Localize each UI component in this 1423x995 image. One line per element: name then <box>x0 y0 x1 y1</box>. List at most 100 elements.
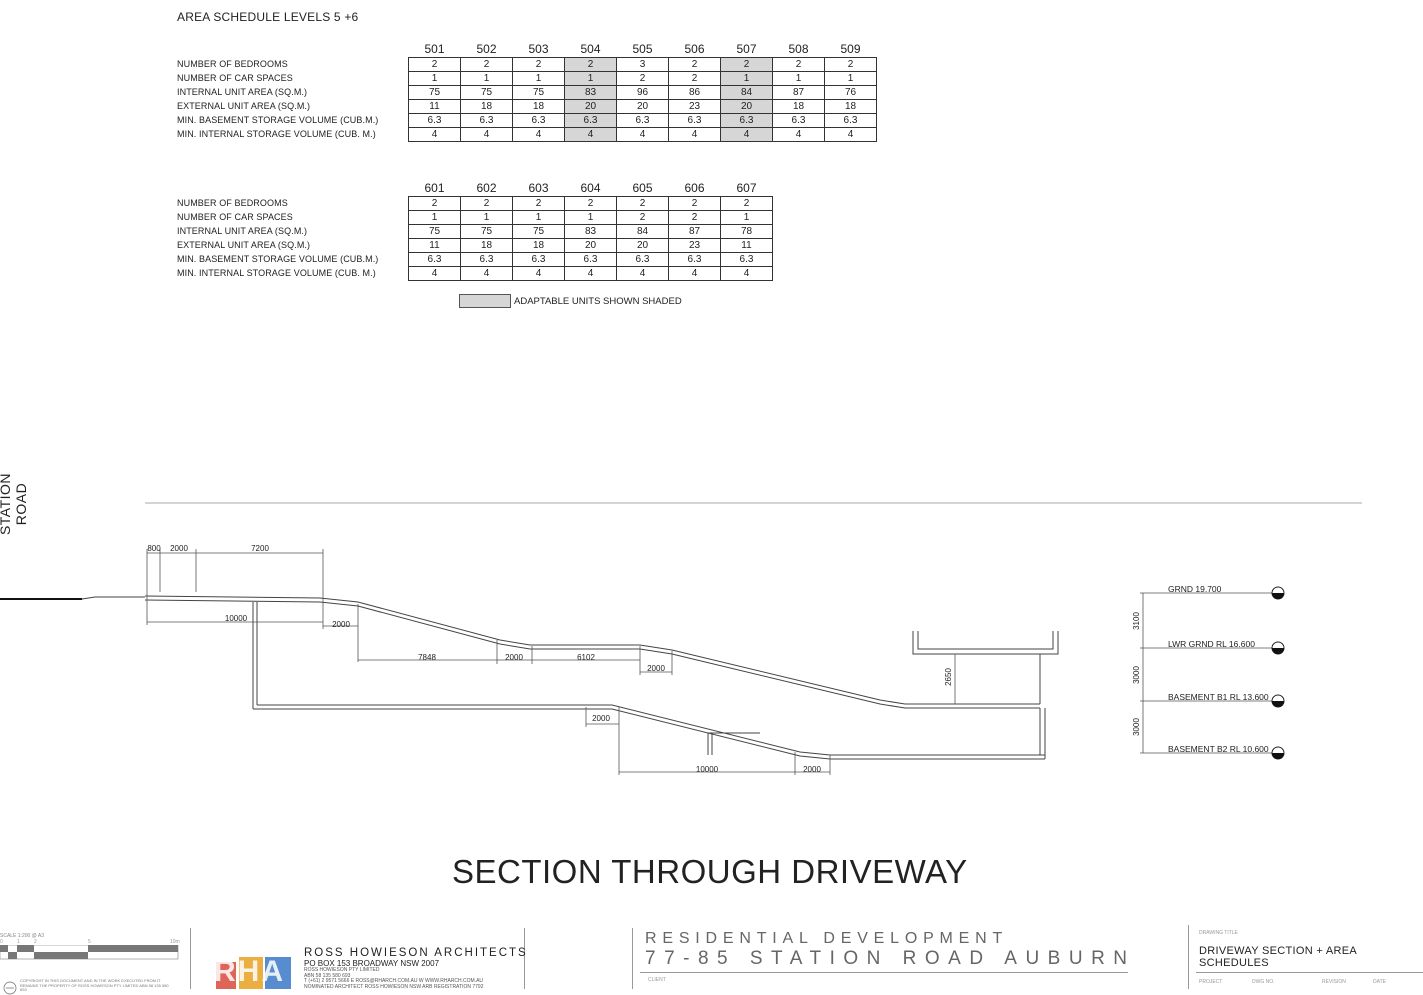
footer-label-project: PROJECT <box>1199 979 1223 985</box>
dim-label: 7200 <box>251 544 269 553</box>
drawing-title-label: DRAWING TITLE <box>1199 930 1238 936</box>
datum-marker-fill <box>1272 648 1284 654</box>
row-label: MIN. BASEMENT STORAGE VOLUME (CUB.M.) <box>177 115 379 125</box>
datum-marker-fill <box>1272 753 1284 759</box>
firm-abn: ABN 58 135 580 693 <box>304 972 351 979</box>
firm-contact: T (+61) 2 9571 5666 E ROSS@RHARCH.COM.AU… <box>304 978 484 984</box>
unit-number: 603 <box>528 181 549 195</box>
title-block-divider <box>524 928 525 989</box>
firm-name: ROSS HOWIESON ARCHITECTS <box>304 947 528 959</box>
row-label: MIN. BASEMENT STORAGE VOLUME (CUB.M.) <box>177 254 379 264</box>
level-gap-label: 3000 <box>1132 666 1141 684</box>
table-header-row: 501 502 503 504 505 506 507 508 509 <box>177 41 877 58</box>
level-gap-label: 3000 <box>1132 718 1141 736</box>
scale-tick: 1 <box>17 939 20 945</box>
schedule-title: AREA SCHEDULE LEVELS 5 +6 <box>177 10 359 24</box>
firm-address: PO BOX 153 BROADWAY NSW 2007 <box>304 959 440 968</box>
table-cell: 4 <box>824 127 877 142</box>
project-title-line2: 77-85 STATION ROAD AUBURN <box>645 948 1136 969</box>
dim-label: 2000 <box>170 544 188 553</box>
row-label: NUMBER OF BEDROOMS <box>177 59 288 69</box>
row-label: MIN. INTERNAL STORAGE VOLUME (CUB. M.) <box>177 129 376 139</box>
scale-bar <box>0 945 179 960</box>
table-cell: 4 <box>460 127 513 142</box>
drawing-title-underline <box>1196 972 1423 973</box>
table-cell: 20 <box>564 99 617 114</box>
title-block-divider <box>190 928 191 989</box>
row-label: EXTERNAL UNIT AREA (SQ.M.) <box>177 101 311 111</box>
datum-marker-fill <box>1272 593 1284 599</box>
dim-label: 10000 <box>696 765 719 774</box>
table-cell: 4 <box>720 127 773 142</box>
row-label: NUMBER OF CAR SPACES <box>177 212 293 222</box>
lower-ramp-bottom <box>586 708 1045 760</box>
unit-number: 605 <box>632 181 653 195</box>
unit-number: 509 <box>840 42 861 56</box>
unit-number: 502 <box>476 42 497 56</box>
dim-label: 2650 <box>944 668 953 686</box>
client-label: CLIENT <box>648 977 666 983</box>
unit-number: 504 <box>580 42 601 56</box>
table-cell: 4 <box>616 127 669 142</box>
dim-label: 10000 <box>225 614 248 623</box>
scale-tick: 5 <box>88 939 91 945</box>
unit-number: 501 <box>424 42 445 56</box>
level-label: BASEMENT B1 RL 13.600 <box>1168 692 1269 702</box>
adaptable-legend-label: ADAPTABLE UNITS SHOWN SHADED <box>514 296 682 307</box>
dim-label: 6102 <box>577 653 595 662</box>
level-label: LWR GRND RL 16.600 <box>1168 639 1255 649</box>
unit-number: 507 <box>736 42 757 56</box>
row-label: MIN. INTERNAL STORAGE VOLUME (CUB. M.) <box>177 268 376 278</box>
firm-logo: RHA <box>214 955 294 994</box>
dim-label: 2000 <box>647 664 665 673</box>
title-block-divider <box>632 928 633 989</box>
unit-number: 607 <box>736 181 757 195</box>
copyright-note: COPYRIGHT IN THIS DOCUMENT AND IN THE WO… <box>20 978 169 992</box>
row-label: NUMBER OF CAR SPACES <box>177 73 293 83</box>
scale-tick: 0 <box>0 939 3 945</box>
unit-number: 602 <box>476 181 497 195</box>
section-title: SECTION THROUGH DRIVEWAY <box>452 853 968 890</box>
footer-label-dwg-no: DWG NO. <box>1252 979 1275 985</box>
footer-label-date: DATE <box>1373 979 1386 985</box>
schedule-level5-table: 501 502 503 504 505 506 507 508 509 NUMB… <box>177 41 877 142</box>
dim-label: 2000 <box>505 653 523 662</box>
unit-number: 601 <box>424 181 445 195</box>
row-label: NUMBER OF BEDROOMS <box>177 198 288 208</box>
building-edge-box <box>912 631 1059 655</box>
dim-label: 7848 <box>418 653 436 662</box>
title-block-divider <box>1188 925 1189 989</box>
table-header-row: 601 602 603 604 605 606 607 <box>177 180 773 197</box>
firm-details: ROSS HOWIESON PTY LIMITED ABN 58 135 580… <box>304 967 484 990</box>
level-label: GRND 19.700 <box>1168 584 1222 594</box>
scale-tick: 10m <box>170 939 180 945</box>
level-datum-markers <box>1271 586 1285 760</box>
table-cell: 4 <box>668 127 721 142</box>
driveway-slab-top <box>144 595 1040 705</box>
table-cell: 83 <box>564 85 617 100</box>
north-point-icon <box>3 981 17 995</box>
kerb-line <box>81 596 145 600</box>
unit-number: 506 <box>684 42 705 56</box>
unit-number: 604 <box>580 181 601 195</box>
schedule-level6-table: 601 602 603 604 605 606 607 NUMBER OF BE… <box>177 180 773 281</box>
level-label: BASEMENT B2 RL 10.600 <box>1168 744 1269 754</box>
project-title-line1: RESIDENTIAL DEVELOPMENT <box>645 930 1009 947</box>
adaptable-legend-swatch <box>459 294 511 308</box>
lower-ramp-top <box>586 704 1045 756</box>
level-gap-label: 3100 <box>1132 612 1141 630</box>
driveway-slab-bottom <box>144 599 1040 709</box>
firm-nominated: NOMINATED ARCHITECT ROSS HOWIESON NSW AR… <box>304 983 484 990</box>
unit-number: 508 <box>788 42 809 56</box>
